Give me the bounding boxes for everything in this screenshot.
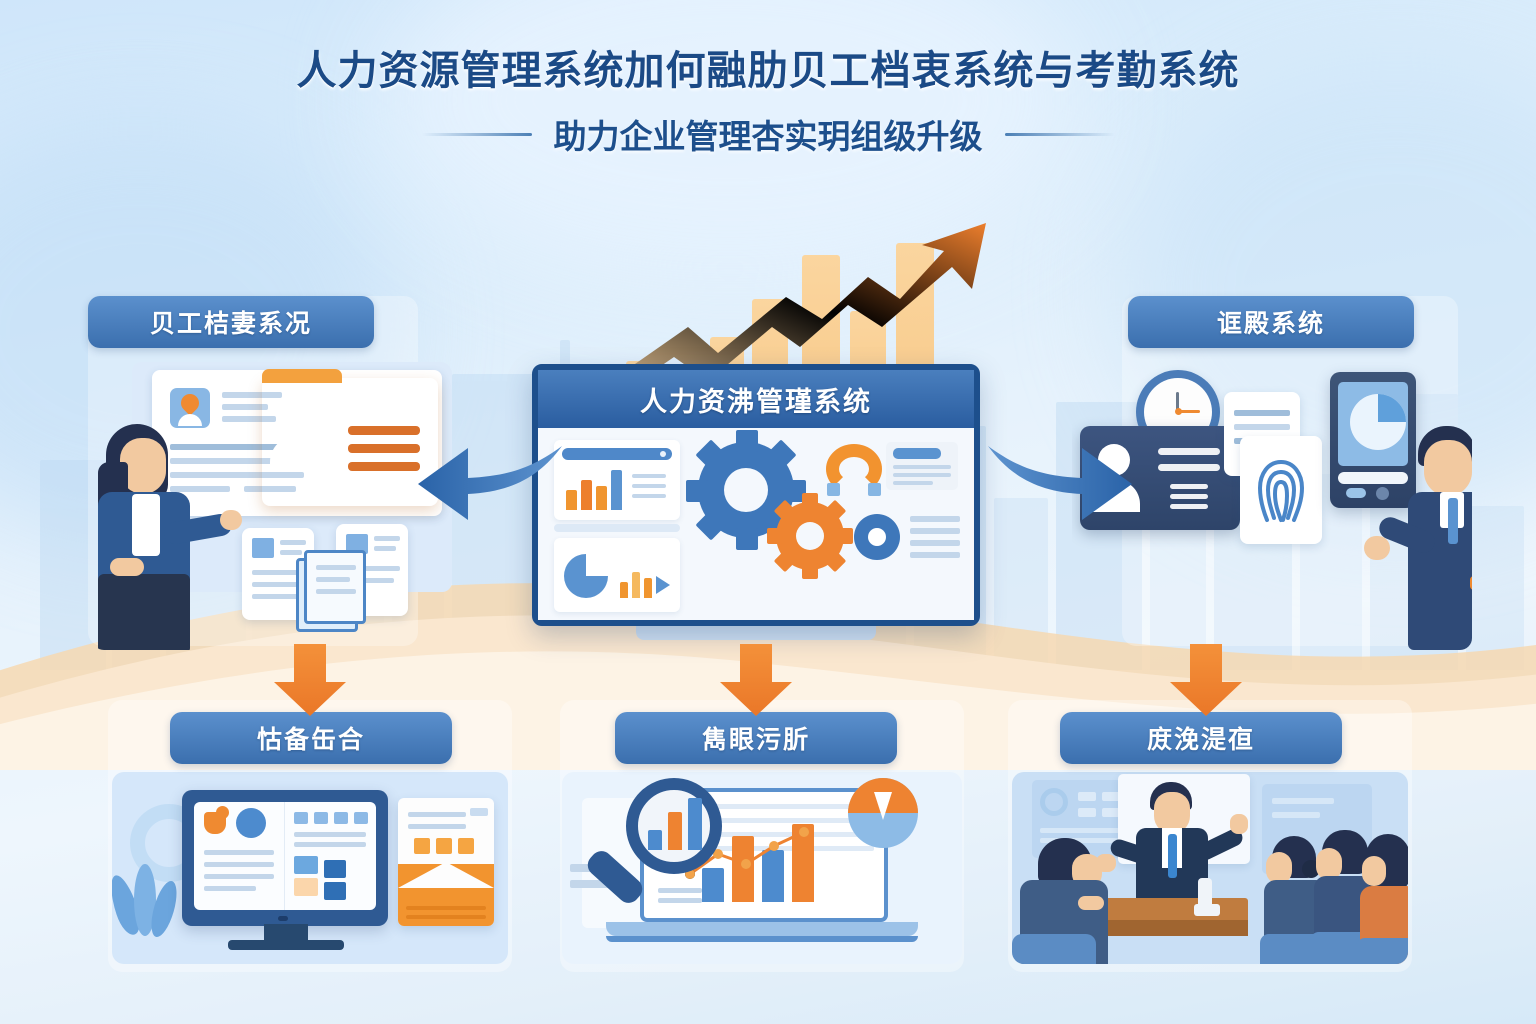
information-integration-illustration bbox=[112, 772, 508, 964]
outcome-header-2[interactable]: 庻浼湜亱 bbox=[1060, 712, 1342, 764]
outcome-label-2: 庻浼湜亱 bbox=[1146, 726, 1255, 754]
audience-icon bbox=[1012, 838, 1112, 964]
subtitle-rule-left bbox=[421, 132, 532, 136]
outcome-header-1[interactable]: 雋眼污肵 bbox=[615, 712, 897, 764]
down-arrow-center bbox=[718, 644, 794, 716]
plant-icon bbox=[112, 864, 184, 960]
bar-chart-card-icon bbox=[554, 440, 680, 520]
center-panel-header[interactable]: 人力资沸管瑾系统 bbox=[538, 370, 974, 428]
tablet-pie-chart-icon bbox=[1330, 372, 1416, 508]
outcome-header-0[interactable]: 怙备缶合 bbox=[170, 712, 452, 764]
right-panel-label: 诓殿系统 bbox=[1216, 310, 1325, 338]
pie-chart-icon bbox=[554, 538, 680, 612]
center-panel-label: 人力资沸管瑾系统 bbox=[640, 386, 872, 417]
line-chart-icon bbox=[685, 827, 809, 879]
right-panel-header[interactable]: 诓殿系统 bbox=[1128, 296, 1414, 348]
attendance-illustration bbox=[1072, 362, 1472, 650]
down-arrow-right bbox=[1168, 644, 1244, 716]
employee-id-card-icon bbox=[262, 369, 438, 506]
right-arrow bbox=[988, 432, 1138, 532]
left-panel-header[interactable]: 贝工桔妻系况 bbox=[88, 296, 374, 348]
decision-meeting-illustration bbox=[1012, 772, 1408, 964]
subtitle-row: 助力企业管理杏实玥组级升级 bbox=[0, 110, 1536, 158]
pie-chart-icon bbox=[848, 778, 918, 848]
gear-arc-icon bbox=[826, 444, 882, 496]
businessman-illustration bbox=[1364, 426, 1472, 650]
down-arrow-left bbox=[272, 644, 348, 716]
text-lines-icon bbox=[886, 442, 958, 490]
employee-records-illustration bbox=[92, 362, 452, 650]
growth-arrow-icon bbox=[602, 223, 986, 401]
businesswoman-illustration bbox=[92, 424, 242, 650]
subtitle-rule-right bbox=[1004, 132, 1115, 136]
presenter-icon bbox=[1096, 780, 1248, 908]
envelope-folder-icon bbox=[398, 798, 494, 926]
page-title: 人力资源管理系统加何融肋贝工档衷系统与考勤系统 bbox=[296, 49, 1240, 93]
data-analysis-illustration bbox=[562, 772, 962, 964]
gear-orange-icon bbox=[767, 493, 853, 579]
audience-icon bbox=[1356, 834, 1408, 964]
left-panel-label: 贝工桔妻系况 bbox=[149, 310, 312, 338]
page-subtitle: 助力企业管理杏实玥组级升级 bbox=[553, 118, 983, 155]
outcome-label-0: 怙备缶合 bbox=[256, 726, 365, 754]
fingerprint-icon bbox=[1240, 436, 1322, 544]
center-dashboard: 人力资沸管瑾系统 bbox=[532, 364, 980, 626]
desktop-monitor-icon bbox=[182, 790, 388, 926]
avatar-thumb-icon bbox=[170, 388, 210, 428]
title-block: 人力资源管理系统加何融肋贝工档衷系统与考勤系统 助力企业管理杏实玥组级升级 bbox=[0, 48, 1536, 158]
left-arrow bbox=[412, 432, 562, 532]
outcome-label-1: 雋眼污肵 bbox=[701, 726, 810, 754]
magnifier-icon bbox=[626, 778, 722, 874]
donut-chart-icon bbox=[854, 514, 900, 560]
monitor-stand bbox=[636, 626, 876, 640]
dashboard-body bbox=[538, 428, 974, 620]
monitor-frame: 人力资沸管瑾系统 bbox=[532, 364, 980, 626]
